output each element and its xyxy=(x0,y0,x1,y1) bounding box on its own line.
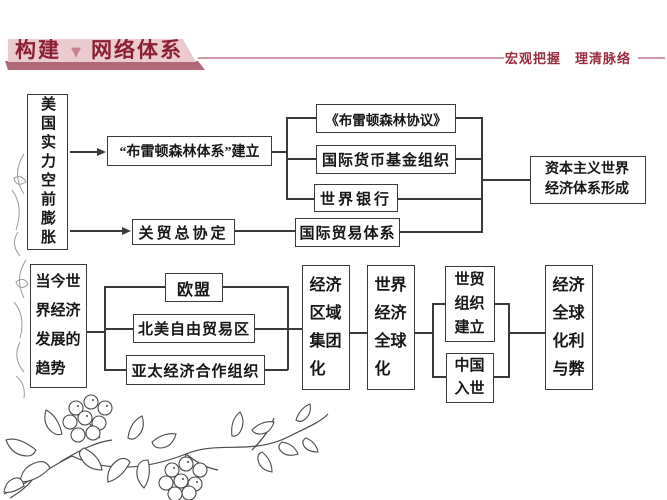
connector-line xyxy=(70,230,122,232)
connector-line xyxy=(104,286,165,288)
banner-base-bar xyxy=(5,61,205,70)
connector-line xyxy=(456,158,482,160)
node-trade-system: 国际贸易体系 xyxy=(295,218,400,247)
node-regional-integration: 经济区域集团化 xyxy=(302,265,350,390)
connector-line xyxy=(223,286,288,288)
banner-title-right: 网络体系 xyxy=(91,38,183,62)
connector-line xyxy=(87,331,105,333)
header-banner: 构建 ▼ 网络体系 xyxy=(8,39,196,62)
connector-line xyxy=(432,303,445,305)
connector-line xyxy=(287,286,289,370)
header-divider-line xyxy=(198,57,504,59)
node-imf: 国际货币基金组织 xyxy=(316,145,456,174)
connector-line xyxy=(286,117,316,119)
connector-line xyxy=(415,332,433,334)
node-gatt: 关贸总协定 xyxy=(132,219,235,245)
arrow-head xyxy=(122,227,131,235)
node-bretton-agreement: 《布雷顿森林协议》 xyxy=(316,104,456,133)
banner-title-left: 构建 xyxy=(15,38,61,62)
connector-line xyxy=(456,117,482,119)
triangle-icon: ▼ xyxy=(71,44,81,60)
connector-line xyxy=(481,117,483,233)
node-nafta: 北美自由贸易区 xyxy=(133,314,255,343)
connector-line xyxy=(70,151,97,153)
sketch-fragment-left-upper xyxy=(11,153,27,257)
connector-line xyxy=(265,369,288,371)
connector-line xyxy=(494,376,509,378)
connector-line xyxy=(272,151,287,153)
connector-line xyxy=(286,158,316,160)
floral-border-art xyxy=(3,394,329,500)
sketch-fragment-left-lower xyxy=(13,259,29,399)
node-world-bank: 世界银行 xyxy=(314,184,398,212)
connector-line xyxy=(432,376,446,378)
connector-line xyxy=(400,231,482,233)
header-divider-line-right xyxy=(638,57,665,59)
connector-line xyxy=(481,179,530,181)
connector-line xyxy=(398,198,482,200)
connector-line xyxy=(104,369,126,371)
connector-line xyxy=(495,303,509,305)
arrow-head xyxy=(97,148,106,156)
connector-line xyxy=(350,332,367,334)
node-economic-globalization: 世界经济全球化 xyxy=(367,265,415,390)
connector-line xyxy=(286,198,314,200)
node-china-wto-entry: 中国入世 xyxy=(446,353,494,403)
node-eu: 欧盟 xyxy=(165,273,223,302)
node-wto-founding: 世贸组织建立 xyxy=(445,266,495,342)
connector-line xyxy=(255,328,302,330)
connector-line xyxy=(235,230,295,232)
node-bretton-system: “布雷顿森林体系”建立 xyxy=(107,136,272,166)
connector-line xyxy=(508,303,510,378)
node-apec: 亚太经济合作组织 xyxy=(126,355,265,385)
connector-line xyxy=(432,303,434,378)
connector-line xyxy=(508,332,545,334)
header-tagline: 宏观把握 理清脉络 xyxy=(505,51,632,66)
node-globalization-pros-cons: 经济全球化利与弊 xyxy=(545,265,593,390)
node-capitalist-world-system: 资本主义世界经济体系形成 xyxy=(530,156,646,204)
node-world-economy-trend: 当今世界经济发展的趋势 xyxy=(30,264,87,388)
connector-line xyxy=(104,328,133,330)
node-us-strength: 美国实力空前膨胀 xyxy=(27,94,68,250)
